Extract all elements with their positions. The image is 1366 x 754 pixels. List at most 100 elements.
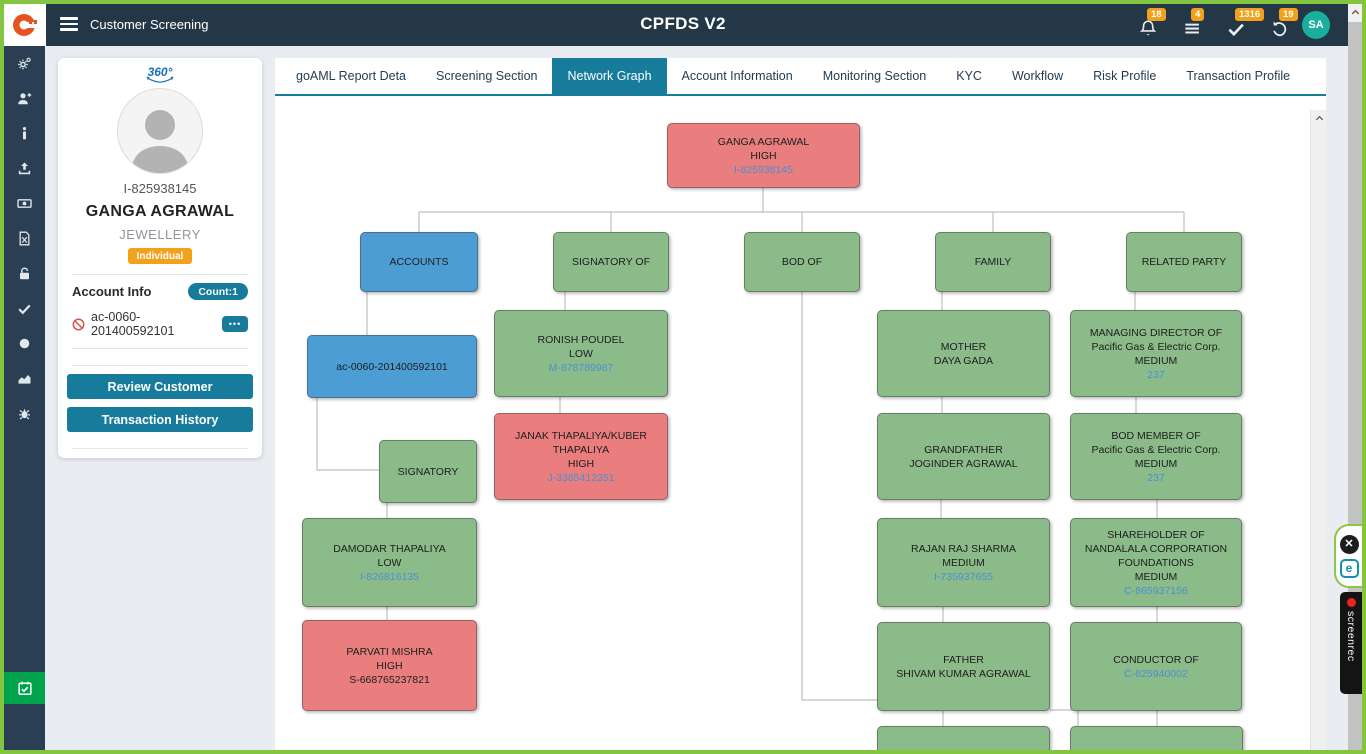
tab-monitoring-section[interactable]: Monitoring Section	[822, 69, 927, 83]
info-icon	[22, 127, 27, 140]
cogs-icon	[18, 57, 31, 70]
page-scroll-up-icon[interactable]	[1348, 4, 1362, 20]
node-label-line: GRANDFATHER	[924, 443, 1003, 456]
graph-node-partial-node-family[interactable]	[877, 726, 1050, 750]
sidebar-item-calendar-active[interactable]	[4, 672, 45, 704]
close-icon[interactable]: ✕	[1339, 534, 1359, 554]
node-label-line: MEDIUM	[1134, 570, 1178, 583]
node-label-line: BOD OF	[781, 256, 823, 268]
user-avatar[interactable]: SA	[1302, 11, 1330, 39]
notification-tasks-list-icon[interactable]: 4	[1182, 8, 1205, 35]
graph-edge	[801, 292, 877, 701]
notification-bell-icon[interactable]: 18	[1138, 8, 1166, 36]
scroll-up-icon[interactable]	[1311, 110, 1326, 126]
sidebar-item-lock[interactable]	[4, 256, 45, 291]
notification-approvals-check-icon[interactable]: 1316	[1226, 8, 1265, 37]
sidebar-item-area-chart[interactable]	[4, 361, 45, 396]
view-360-button[interactable]: 360°	[143, 66, 177, 83]
graph-node-signatory[interactable]: SIGNATORY	[379, 440, 477, 503]
tab-transaction-profile[interactable]: Transaction Profile	[1186, 69, 1291, 83]
sidebar-item-info[interactable]	[4, 116, 45, 151]
user-add-icon	[18, 93, 32, 105]
graph-node-accounts[interactable]: ACCOUNTS	[360, 232, 478, 292]
graph-node-account-number[interactable]: ac-0060-201400592101	[307, 335, 477, 398]
node-entity-id-link[interactable]: I-735937655	[934, 570, 993, 583]
node-label-line: FOUNDATIONS	[1118, 556, 1194, 569]
sidebar-item-circle[interactable]	[4, 326, 45, 361]
node-label-line: RELATED PARTY	[1141, 256, 1227, 268]
sidebar-item-bug[interactable]	[4, 396, 45, 431]
notification-history-refresh-icon[interactable]: 19	[1270, 8, 1298, 37]
menu-toggle-icon[interactable]	[60, 17, 78, 31]
customer-card: 360° I-825938145 GANGA AGRAWAL JEWELLERY…	[58, 58, 262, 458]
customer-name: GANGA AGRAWAL	[85, 203, 235, 220]
screenrec-tab[interactable]: screenrec	[1340, 592, 1362, 694]
sidebar-item-upload[interactable]	[4, 151, 45, 186]
customer-id: I-825938145	[123, 181, 197, 196]
account-count-badge[interactable]: Count:1	[188, 283, 248, 300]
node-label-line: RONISH POUDEL	[537, 333, 625, 346]
tab-network-graph[interactable]: Network Graph	[552, 58, 667, 94]
node-label-line: SHAREHOLDER OF	[1107, 528, 1205, 541]
sidebar-item-cogs[interactable]	[4, 46, 45, 81]
view-360-label: 360°	[147, 65, 173, 79]
tab-kyc[interactable]: KYC	[956, 69, 982, 83]
node-label-line: JOGINDER AGRAWAL	[909, 457, 1018, 470]
notification-badge: 18	[1147, 8, 1166, 22]
node-label-line: LOW	[377, 556, 402, 569]
graph-node-signatory-of[interactable]: SIGNATORY OF	[553, 232, 669, 292]
node-label-line: DAYA GADA	[933, 354, 994, 367]
node-entity-id-link[interactable]: I-826816135	[360, 570, 419, 583]
graph-node-partial-node-related[interactable]	[1070, 726, 1243, 750]
graph-node-related-party[interactable]: RELATED PARTY	[1126, 232, 1242, 292]
tab-goaml-report-deta[interactable]: goAML Report Deta	[296, 69, 407, 83]
node-label-line: FATHER	[943, 653, 984, 666]
graph-scrollbar[interactable]	[1310, 110, 1326, 750]
sidebar-item-user-add[interactable]	[4, 81, 45, 116]
app-logo[interactable]	[4, 4, 46, 46]
tab-workflow[interactable]: Workflow	[1011, 69, 1064, 83]
sidebar-item-money[interactable]	[4, 186, 45, 221]
notification-badge: 4	[1191, 8, 1205, 22]
check-icon	[18, 304, 31, 315]
detail-tabs: goAML Report Deta Screening Section Networ…	[275, 58, 1326, 96]
node-entity-id-link[interactable]: M-878789987	[548, 361, 614, 374]
notification-badge: 19	[1279, 8, 1298, 22]
circle-icon	[19, 338, 30, 349]
transaction-history-button[interactable]: Transaction History	[67, 407, 253, 432]
node-entity-id-link[interactable]: 237	[1147, 368, 1165, 381]
node-entity-id-link[interactable]: J-3385412351	[547, 471, 615, 484]
sidebar-item-check[interactable]	[4, 291, 45, 326]
tab-screening-section[interactable]: Screening Section	[436, 69, 538, 83]
node-entity-id-link[interactable]: I-825938145	[734, 163, 793, 176]
account-more-button[interactable]: •••	[222, 316, 248, 332]
tab-risk-profile[interactable]: Risk Profile	[1093, 69, 1157, 83]
sidebar-item-file-report[interactable]	[4, 221, 45, 256]
node-entity-id-link[interactable]: C-865937156	[1124, 584, 1188, 597]
node-label-line: RAJAN RAJ SHARMA	[910, 542, 1016, 555]
tab-account-information[interactable]: Account Information	[681, 69, 793, 83]
node-label-line: PARVATI MISHRA	[346, 645, 433, 658]
node-entity-id-link[interactable]: 237	[1147, 471, 1165, 484]
screenrec-e-icon[interactable]: e	[1339, 558, 1359, 578]
account-number: ac-0060-201400592101	[91, 310, 175, 338]
node-entity-id-link[interactable]: C-825940002	[1124, 667, 1188, 680]
graph-node-bod-of[interactable]: BOD OF	[744, 232, 860, 292]
graph-node-family[interactable]: FAMILY	[935, 232, 1051, 292]
review-customer-button[interactable]: Review Customer	[67, 374, 253, 399]
